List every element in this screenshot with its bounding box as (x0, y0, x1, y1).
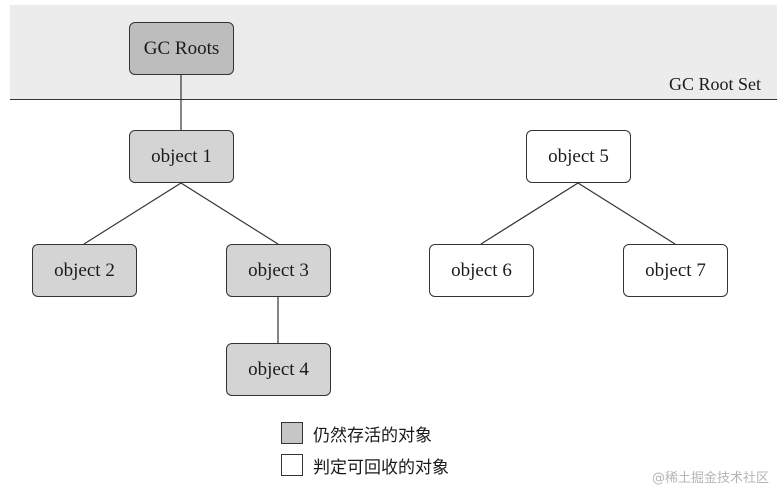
node-object-2-label: object 2 (54, 259, 115, 281)
node-object-6-label: object 6 (451, 259, 512, 281)
node-object-7-label: object 7 (645, 259, 706, 281)
legend-item-collectable: 判定可回收的对象 (281, 452, 449, 478)
node-object-2: object 2 (32, 244, 137, 297)
gc-root-set-label: GC Root Set (668, 74, 761, 94)
node-object-3: object 3 (226, 244, 331, 297)
legend-swatch-alive (281, 422, 303, 444)
node-gc-roots-label: GC Roots (143, 37, 220, 59)
node-object-4: object 4 (226, 343, 331, 396)
legend-swatch-collectable (281, 454, 303, 476)
edge-object-5-object-7 (577, 182, 676, 245)
legend-label-collectable: 判定可回收的对象 (313, 457, 449, 478)
legend-item-alive: 仍然存活的对象 (281, 420, 432, 446)
node-object-3-label: object 3 (248, 259, 309, 281)
node-object-7: object 7 (623, 244, 728, 297)
legend-label-alive: 仍然存活的对象 (313, 425, 432, 446)
node-object-4-label: object 4 (248, 358, 309, 380)
node-object-5-label: object 5 (548, 145, 609, 167)
edge-object-5-object-6 (480, 182, 579, 245)
node-object-1-label: object 1 (151, 145, 212, 167)
node-object-5: object 5 (526, 130, 631, 183)
node-object-6: object 6 (429, 244, 534, 297)
edge-object-1-object-2 (83, 182, 182, 245)
node-object-1: object 1 (129, 130, 234, 183)
node-gc-roots: GC Roots (129, 22, 234, 75)
watermark: @稀土掘金技术社区 (651, 471, 769, 486)
edge-object-1-object-3 (180, 182, 279, 245)
